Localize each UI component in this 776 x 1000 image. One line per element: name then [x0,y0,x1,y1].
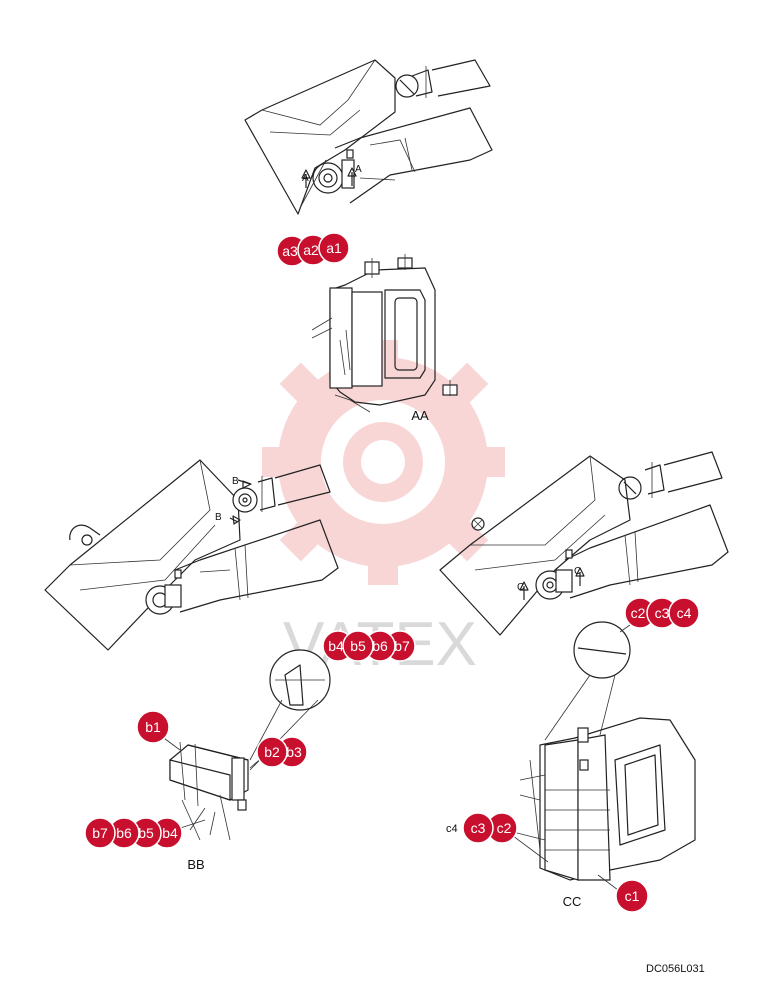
svg-text:b7: b7 [394,638,410,654]
section-mark-a-left: A [302,173,309,184]
view-cc-assembly: CC [504,617,696,909]
callout-a1: a1 [318,232,350,264]
callout-c1: c1 [615,879,649,913]
svg-text:b1: b1 [145,719,161,735]
top-arm-assembly: A A [244,59,493,215]
figure-code: DC056L031 [646,963,705,975]
callout-c2: c2 [624,597,656,629]
svg-text:b6: b6 [116,825,132,841]
callout-c3-left: c3 [462,812,494,844]
svg-text:a2: a2 [303,242,319,258]
svg-text:b3: b3 [286,744,302,760]
svg-text:c2: c2 [631,605,646,621]
svg-text:a3: a3 [282,243,298,259]
callout-b2: b2 [256,736,288,768]
left-arm-assembly: B B [44,459,339,651]
callout-b5: b5 [342,630,374,662]
watermark-logo [262,340,505,585]
callout-b6: b6 [364,630,396,662]
section-mark-b-bottom: B [215,512,222,523]
svg-text:b4: b4 [328,638,344,654]
callouts-c-top: c2 c3 c4 [624,597,700,629]
callout-c4-partial: c4 [446,823,458,835]
callouts-a: a3 a2 a1 [276,232,350,267]
view-label-cc: CC [563,894,582,909]
callouts-b-bottom: b4 b5 b6 b7 [84,817,183,849]
svg-text:b7: b7 [92,825,108,841]
svg-text:b2: b2 [264,744,280,760]
section-mark-b-top: B [232,476,239,487]
callouts-b-top: b7 b6 b4 b5 [322,630,416,662]
view-label-bb: BB [187,857,204,872]
svg-text:b6: b6 [372,638,388,654]
callouts-b-left: b1 b3 b2 [136,710,308,768]
view-bb-assembly: BB [152,649,331,872]
view-aa-assembly: AA [311,254,458,423]
svg-text:b5: b5 [350,638,366,654]
svg-text:c3: c3 [655,605,670,621]
svg-text:c1: c1 [625,888,640,904]
section-mark-c-left: C [517,582,524,593]
right-arm-assembly: C C [439,451,729,636]
section-mark-a-right: A [355,164,362,175]
svg-text:c4: c4 [677,605,692,621]
svg-text:a1: a1 [326,240,342,256]
svg-text:b5: b5 [138,825,154,841]
callout-c4: c4 [668,597,700,629]
view-label-aa: AA [411,408,429,423]
svg-text:c2: c2 [497,820,512,836]
callout-b1: b1 [136,710,170,744]
svg-text:b4: b4 [162,825,178,841]
callouts-c-left: c4 c2 c3 [446,812,518,844]
section-mark-c-right: C [574,566,581,577]
svg-text:c3: c3 [471,820,486,836]
callout-b7-bottom: b7 [84,817,116,849]
